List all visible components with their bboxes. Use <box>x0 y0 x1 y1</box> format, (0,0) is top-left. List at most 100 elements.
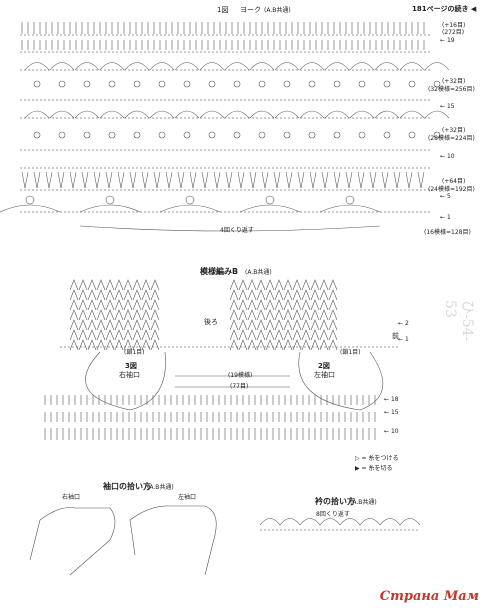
mesh-stitch <box>310 319 320 331</box>
v-stitch <box>369 171 374 189</box>
arc-stitch <box>239 204 301 213</box>
mesh-stitch <box>123 309 133 321</box>
mesh-stitch <box>283 279 293 291</box>
flower-motif <box>83 80 91 88</box>
repeat-bracket <box>79 225 381 232</box>
mesh-stitch <box>265 299 275 311</box>
cuff-left-label: 左袖口 <box>178 494 197 501</box>
mesh-stitch <box>69 279 79 291</box>
flower-motif <box>108 131 116 139</box>
b-row-18: ← 18 <box>384 396 399 403</box>
collar-repeat-note: 8回くり返す <box>316 511 350 518</box>
arc-stitch <box>324 110 350 119</box>
v-stitch <box>396 171 401 189</box>
mesh-stitch <box>105 299 115 311</box>
mesh-stitch <box>238 309 248 321</box>
yoke-row-15: ← 15 <box>440 103 455 110</box>
page-note: 181ページの続き ◀ <box>412 5 477 13</box>
arc-stitch <box>79 204 141 213</box>
arc-stitch <box>224 110 250 119</box>
mesh-stitch <box>229 289 239 301</box>
collar-arc <box>339 518 361 526</box>
mesh-stitch <box>256 319 266 331</box>
mesh-stitch <box>114 289 124 301</box>
mesh-stitch <box>301 339 311 351</box>
flower-motif <box>183 80 191 88</box>
flower-motif <box>185 195 195 205</box>
flower-motif <box>408 80 416 88</box>
mesh-stitch <box>87 279 97 291</box>
v-stitch <box>252 171 257 189</box>
arc-stitch <box>249 62 275 71</box>
v-stitch <box>180 171 185 189</box>
mesh-stitch <box>310 279 320 291</box>
mesh-stitch <box>283 319 293 331</box>
mesh-stitch <box>292 339 302 351</box>
flower-motif <box>33 80 41 88</box>
v-stitch <box>261 171 266 189</box>
mesh-stitch <box>292 309 302 321</box>
arc-stitch <box>199 62 225 71</box>
collar-arc <box>379 518 401 526</box>
mesh-stitch <box>87 289 97 301</box>
mesh-stitch <box>274 339 284 351</box>
arc-stitch <box>374 110 400 119</box>
mesh-stitch <box>69 339 79 351</box>
v-stitch <box>48 171 53 189</box>
mesh-stitch <box>310 299 320 311</box>
front-label: 前 <box>392 332 399 340</box>
back-label: 後ろ <box>204 318 218 326</box>
armhole-outline <box>85 351 166 411</box>
mesh-stitch <box>301 279 311 291</box>
v-stitch <box>132 171 137 189</box>
cuff-edge <box>129 519 216 576</box>
v-stitch <box>372 171 377 189</box>
b-row-15: ← 15 <box>384 409 399 416</box>
flower-motif <box>408 131 416 139</box>
arc-stitch <box>274 62 300 71</box>
mesh-stitch <box>328 289 338 301</box>
v-stitch <box>192 171 197 189</box>
v-stitch <box>216 171 221 189</box>
flower-motif <box>208 131 216 139</box>
fig2-subtitle: 左袖口 <box>314 371 335 379</box>
flower-motif <box>158 80 166 88</box>
flower-motif <box>308 131 316 139</box>
yoke-row-10: ← 10 <box>440 153 455 160</box>
flower-motif <box>158 131 166 139</box>
mesh-stitch <box>87 339 97 351</box>
v-stitch <box>384 171 389 189</box>
mesh-stitch <box>247 279 257 291</box>
v-stitch <box>357 171 362 189</box>
mesh-stitch <box>283 289 293 301</box>
flower-motif <box>433 131 441 139</box>
arc-stitch <box>174 110 200 119</box>
arc-stitch <box>149 62 175 71</box>
mesh-stitch <box>328 279 338 291</box>
v-stitch <box>240 171 245 189</box>
mesh-stitch <box>319 289 329 301</box>
mesh-stitch <box>301 319 311 331</box>
arc-stitch <box>424 62 450 71</box>
arc-stitch <box>274 110 300 119</box>
flower-motif <box>58 80 66 88</box>
mesh-stitch <box>96 309 106 321</box>
yoke-label-272: (272目) <box>442 29 465 36</box>
pattern-b-colors: (A.B共通) <box>245 269 272 276</box>
mesh-stitch <box>319 319 329 331</box>
armhole-outline <box>298 351 384 411</box>
flower-motif <box>358 131 366 139</box>
mesh-stitch <box>238 339 248 351</box>
mesh-stitch <box>274 319 284 331</box>
mesh-stitch <box>105 309 115 321</box>
v-stitch <box>408 171 413 189</box>
mesh-stitch <box>238 289 248 301</box>
v-stitch <box>237 171 242 189</box>
mesh-stitch <box>301 289 311 301</box>
mesh-stitch <box>265 279 275 291</box>
arc-stitch <box>124 62 150 71</box>
fig3-subtitle: 右袖口 <box>119 371 140 379</box>
v-stitch <box>189 171 194 189</box>
arc-stitch <box>224 62 250 71</box>
flower-motif <box>105 195 115 205</box>
